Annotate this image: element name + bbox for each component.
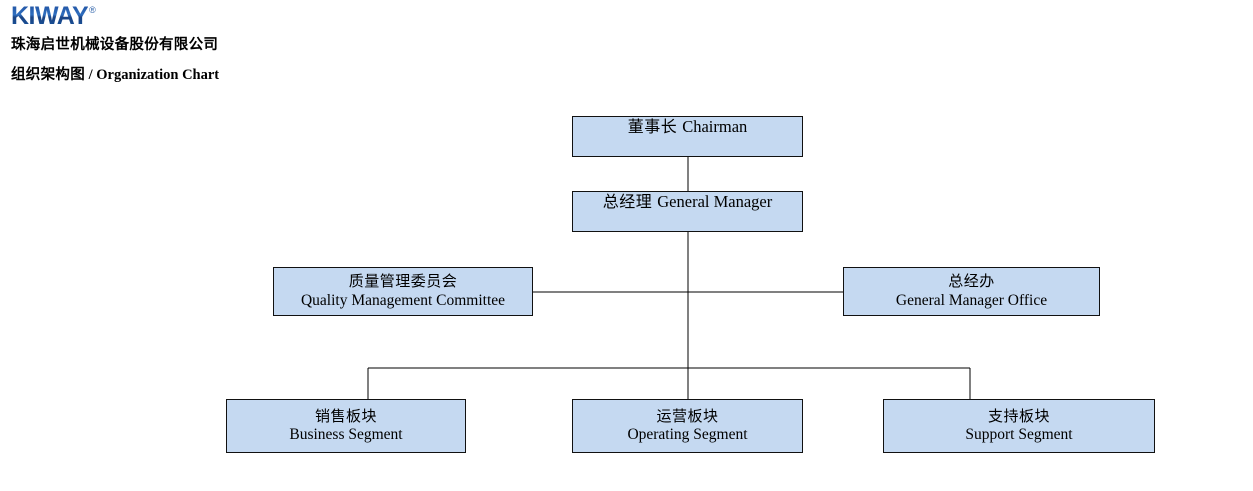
node-business-segment[interactable]: 销售板块 Business Segment bbox=[226, 399, 466, 453]
node-operating-segment-label-en: Operating Segment bbox=[627, 426, 748, 444]
logo-wordmark: KIWAY bbox=[11, 2, 89, 30]
node-operating-segment-label-cn: 运营板块 bbox=[656, 406, 719, 425]
node-quality-management-committee-label-cn: 质量管理委员会 bbox=[348, 272, 458, 291]
node-general-manager-label-cn: 总经理 bbox=[602, 192, 653, 211]
node-business-segment-label-en: Business Segment bbox=[289, 426, 403, 444]
node-chairman[interactable]: 董事长 Chairman bbox=[572, 116, 803, 157]
node-support-segment[interactable]: 支持板块 Support Segment bbox=[883, 399, 1155, 453]
page-title: 组织架构图 / Organization Chart bbox=[11, 63, 219, 84]
page-title-en: Organization Chart bbox=[96, 67, 220, 83]
page-title-cn: 组织架构图 bbox=[11, 67, 85, 83]
registered-trademark-icon: ® bbox=[89, 5, 96, 15]
node-quality-management-committee-label-en: Quality Management Committee bbox=[300, 291, 506, 309]
node-general-manager-office[interactable]: 总经办 General Manager Office bbox=[843, 267, 1100, 316]
node-support-segment-label-en: Support Segment bbox=[965, 426, 1073, 444]
company-name: 珠海启世机械设备股份有限公司 bbox=[11, 37, 219, 53]
node-general-manager-label-en: General Manager bbox=[657, 192, 773, 211]
node-chairman-label-cn: 董事长 bbox=[627, 117, 678, 136]
node-support-segment-label-cn: 支持板块 bbox=[987, 406, 1050, 425]
page-title-separator: / bbox=[85, 67, 97, 83]
node-business-segment-label-cn: 销售板块 bbox=[314, 406, 377, 425]
node-general-manager-office-label-cn: 总经办 bbox=[948, 272, 995, 291]
node-operating-segment[interactable]: 运营板块 Operating Segment bbox=[572, 399, 803, 453]
node-chairman-label-en: Chairman bbox=[682, 117, 748, 136]
node-general-manager[interactable]: 总经理 General Manager bbox=[572, 191, 803, 232]
kiway-logo: KIWAY ® bbox=[11, 3, 96, 29]
node-quality-management-committee[interactable]: 质量管理委员会 Quality Management Committee bbox=[273, 267, 533, 316]
node-general-manager-office-label-en: General Manager Office bbox=[895, 291, 1048, 309]
page-header: KIWAY ® 珠海启世机械设备股份有限公司 组织架构图 / Organizat… bbox=[0, 0, 1253, 95]
